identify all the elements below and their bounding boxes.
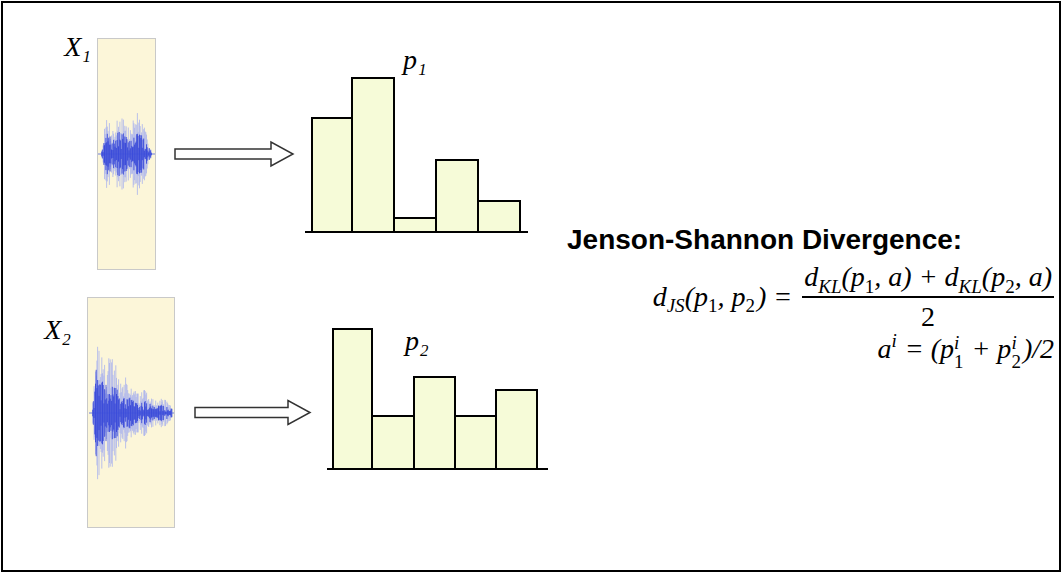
formula-token: a	[877, 333, 891, 364]
formula-token: 1	[954, 352, 964, 371]
waveform-core	[92, 370, 172, 456]
fraction: dKL(p1, a) + dKL(p2, a)2	[802, 260, 1054, 333]
formula-token: (p	[685, 281, 708, 312]
variable-label: p₁	[403, 44, 427, 76]
histogram: p₂	[325, 327, 551, 471]
formula-token: KL	[959, 276, 982, 297]
formula-token: (p	[841, 261, 864, 292]
variable-label: X₂	[44, 314, 71, 346]
histogram-bars	[327, 329, 548, 469]
waveform-panel: X₂	[87, 297, 175, 528]
formula-token: , p	[717, 281, 745, 312]
panel-fill	[97, 38, 156, 270]
formula-token: d	[804, 261, 818, 292]
bar	[414, 377, 455, 469]
bar	[496, 390, 537, 469]
formula-token: = (p	[905, 333, 954, 364]
formula-token: + p	[971, 333, 1011, 364]
bar	[333, 329, 372, 469]
variable-label: p₂	[405, 325, 429, 357]
baseline	[327, 468, 548, 470]
waveform-envelope	[101, 113, 151, 195]
formula-token: 2	[1005, 276, 1015, 297]
block-arrow	[175, 142, 293, 166]
formula-token: 2	[745, 295, 755, 316]
formula-token: JS	[667, 295, 685, 316]
formula-token: i	[891, 330, 896, 351]
formula-token: , a)	[1015, 261, 1052, 292]
waveform-envelope	[92, 347, 172, 479]
waveform-core	[101, 132, 151, 176]
waveform	[98, 113, 155, 195]
formula-token: , a) + d	[874, 261, 958, 292]
panel-fill	[87, 297, 175, 528]
heading-text: Jenson-Shannon Divergence:	[567, 224, 962, 256]
formula-token: 2	[1011, 352, 1021, 371]
waveform-panel: X₁	[97, 38, 156, 270]
block-arrow	[195, 401, 310, 425]
formula: ai= (pi1+ pi2)/2	[877, 332, 1054, 371]
numerator: dKL(p1, a) + dKL(p2, a)	[802, 260, 1054, 296]
formula-token: ) =	[757, 281, 792, 312]
waveform	[89, 347, 175, 479]
variable-label: X₁	[64, 31, 91, 63]
baseline	[305, 231, 528, 233]
formula-token: 2	[921, 301, 935, 332]
formula-token: i	[1011, 333, 1021, 352]
bar	[455, 416, 496, 469]
denominator: 2	[802, 296, 1054, 334]
formula-token: (p	[982, 261, 1005, 292]
bar	[394, 218, 436, 232]
formula-token: 1	[865, 276, 875, 297]
formula-row: dJS(p1, p2) =dKL(p1, a) + dKL(p2, a)2	[653, 260, 1054, 333]
formula-token: 1	[708, 295, 718, 316]
formula-lhs: dJS(p1, p2) =	[653, 280, 793, 314]
index-stack: i1	[954, 333, 964, 371]
formula-token: i	[954, 333, 964, 352]
bar	[352, 78, 394, 232]
formula-line: ai= (pi1+ pi2)/2	[877, 333, 1054, 364]
formula-token: KL	[818, 276, 841, 297]
index-stack: i2	[1011, 333, 1021, 371]
bar	[436, 160, 478, 232]
formula-token: )/2	[1023, 333, 1054, 364]
bar	[478, 201, 520, 232]
formula: dJS(p1, p2) =dKL(p1, a) + dKL(p2, a)2	[653, 260, 1054, 333]
bar	[312, 118, 352, 232]
bar	[372, 416, 414, 469]
formula-token: d	[653, 281, 667, 312]
histogram: p₁	[303, 76, 531, 234]
histogram-bars	[305, 78, 528, 232]
